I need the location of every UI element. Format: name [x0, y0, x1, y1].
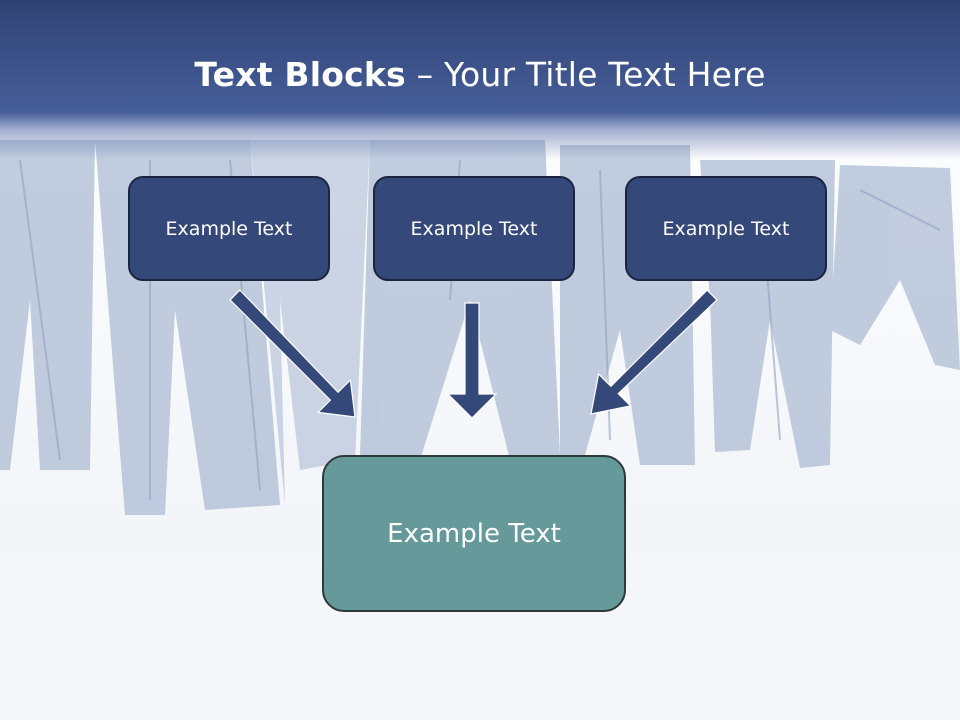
top-right-box: Example Text — [625, 176, 827, 281]
arrow-center-down — [446, 302, 498, 419]
arrow-left-diagonal — [229, 289, 356, 418]
top-center-box: Example Text — [373, 176, 575, 281]
title-rest-part: Your Title Text Here — [443, 55, 766, 94]
top-center-box-text: Example Text — [410, 217, 538, 240]
title-bold-part: Text Blocks — [194, 55, 406, 94]
top-left-box-text: Example Text — [165, 217, 293, 240]
arrow-right-diagonal — [590, 289, 718, 415]
title-separator: – — [405, 55, 444, 94]
top-left-box: Example Text — [128, 176, 330, 281]
slide-title: Text Blocks – Your Title Text Here — [0, 52, 960, 98]
title-banner — [0, 0, 960, 160]
bottom-result-box: Example Text — [322, 455, 626, 612]
bottom-box-text: Example Text — [387, 518, 561, 549]
top-right-box-text: Example Text — [662, 217, 790, 240]
